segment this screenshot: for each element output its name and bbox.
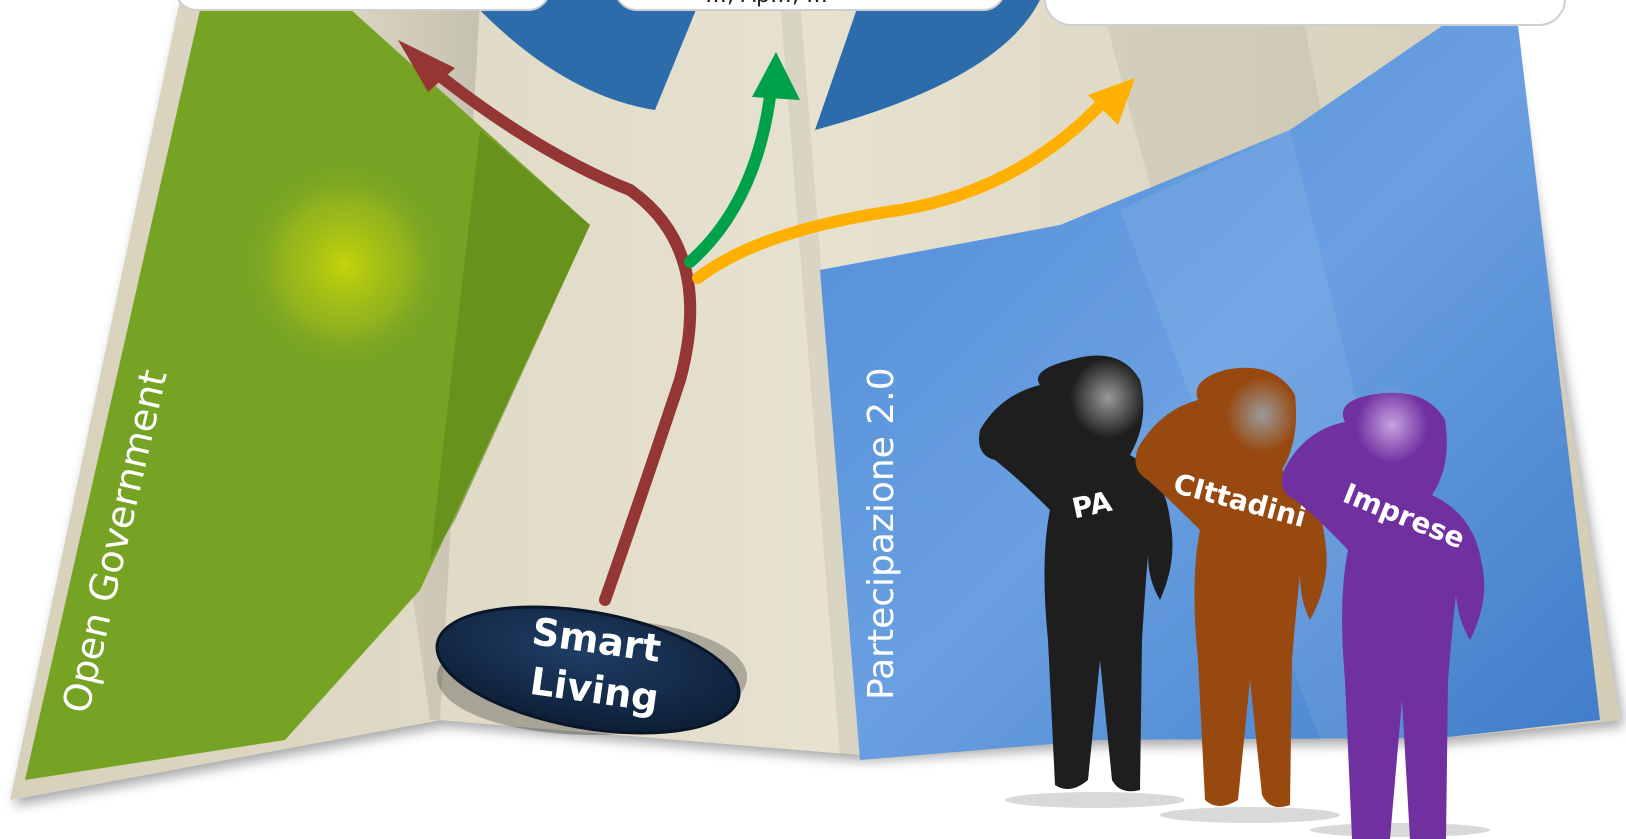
- map-fold-shade-mid: [780, 0, 860, 755]
- middle-callout-text: …, Ap…, …: [705, 0, 828, 8]
- oval-body: [435, 605, 741, 735]
- water-area-right: [815, 0, 1040, 130]
- figure-pa: PA: [979, 355, 1185, 808]
- figure-cittadini-head-glow: [1226, 377, 1298, 453]
- green-highlight: [240, 160, 450, 370]
- figure-imprese-body: [1281, 392, 1485, 839]
- yellow-arrow-path: [692, 94, 1111, 284]
- figure-cittadini: CIttadini: [1135, 367, 1340, 823]
- figure-pa-shadow: [1005, 792, 1185, 808]
- figure-cittadini-shadow: [1160, 807, 1340, 823]
- left-callout: [177, 0, 548, 11]
- figure-pa-head-glow: [1070, 358, 1146, 438]
- figure-imprese-shadow: [1310, 823, 1490, 837]
- figure-pa-body: [979, 355, 1173, 792]
- water-area-left: [470, 0, 700, 110]
- arrows: [398, 40, 1135, 606]
- figure-cittadini-body: [1135, 367, 1327, 808]
- partecipazione-label: Partecipazione 2.0: [861, 367, 902, 700]
- right-callout: [1044, 0, 1566, 26]
- green-region-fold: [430, 130, 590, 560]
- red-arrow-path: [414, 54, 697, 606]
- green-arrowhead: [752, 52, 800, 100]
- red-arrowhead: [398, 40, 455, 92]
- green-region: [25, 0, 590, 780]
- green-arrow-path: [684, 74, 778, 268]
- figure-imprese-head-glow: [1356, 387, 1428, 463]
- figure-pa-label: PA: [1069, 485, 1115, 526]
- middle-callout: [617, 0, 1003, 11]
- yellow-arrowhead: [1088, 78, 1135, 125]
